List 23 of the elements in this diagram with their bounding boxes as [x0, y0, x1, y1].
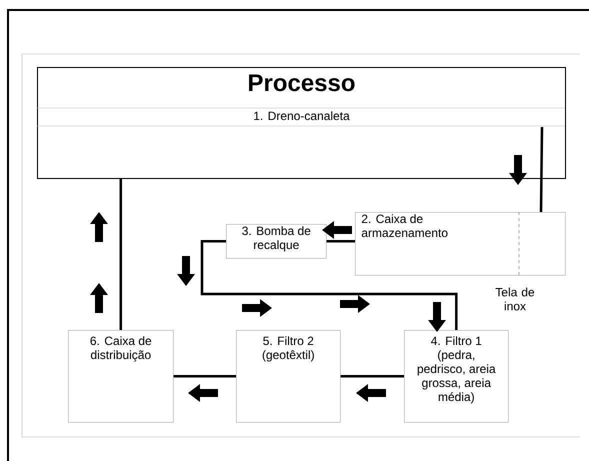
connector-line [340, 375, 404, 378]
caption-text: Tela de inox [496, 288, 534, 310]
connector-line [540, 126, 544, 212]
connector-line [174, 375, 236, 378]
process-box: 6. Caixa de distribuição [68, 330, 174, 423]
direction-arrow [322, 221, 352, 239]
process-box: Processo 1. Dreno-canaleta [36, 67, 566, 179]
direction-arrow [188, 384, 218, 402]
direction-arrow [356, 384, 386, 402]
connector-line [326, 240, 355, 243]
process-box: 3. Bomba de recalque [226, 224, 327, 259]
direction-arrow [90, 283, 108, 313]
direction-arrow [428, 302, 446, 332]
direction-arrow [90, 212, 108, 242]
direction-arrow [340, 295, 370, 313]
connector-line [120, 179, 122, 330]
connector-line [200, 240, 458, 330]
process-box: 4. Filtro 1 (pedra, pedrisco, areia grossa, areia média) [404, 330, 509, 423]
tank-box: 2. Caixa de armazenamento [355, 212, 566, 276]
process-box: 5. Filtro 2 (geotêxtil) [236, 330, 341, 423]
direction-arrow [177, 256, 195, 286]
direction-arrow [509, 155, 527, 185]
direction-arrow [242, 299, 272, 317]
